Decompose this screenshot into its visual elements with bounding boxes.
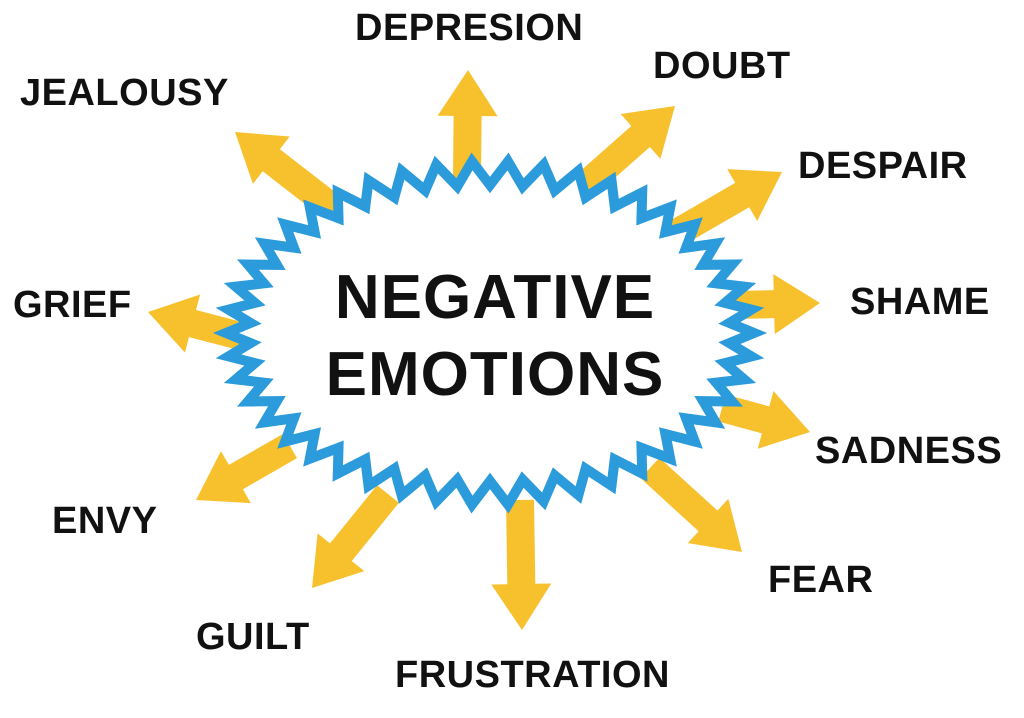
emotion-label-grief: GRIEF: [13, 284, 132, 326]
emotion-label-fear: FEAR: [768, 559, 873, 601]
emotion-label-envy: ENVY: [52, 500, 157, 542]
emotion-label-shame: SHAME: [850, 281, 990, 323]
arrow-frustration: [491, 499, 552, 630]
emotion-label-depression: DEPRESION: [355, 7, 583, 49]
emotion-label-frustration: FRUSTRATION: [395, 654, 670, 696]
arrow-shame: [734, 274, 820, 335]
arrow-jealousy: [235, 132, 347, 224]
arrow-envy: [196, 433, 297, 504]
emotion-label-jealousy: JEALOUSY: [20, 72, 229, 114]
emotion-label-guilt: GUILT: [196, 616, 310, 658]
emotion-label-despair: DESPAIR: [798, 145, 968, 187]
arrow-depression: [437, 70, 498, 179]
arrow-doubt: [570, 106, 675, 201]
emotion-label-doubt: DOUBT: [653, 45, 791, 87]
arrow-group: [148, 70, 820, 630]
arrow-guilt: [312, 485, 399, 588]
emotion-label-sadness: SADNESS: [815, 430, 1002, 472]
arrow-fear: [640, 457, 742, 552]
zigzag-burst-border: [212, 152, 768, 514]
title-line-2: EMOTIONS: [326, 340, 665, 409]
title-line-1: NEGATIVE: [335, 263, 655, 332]
